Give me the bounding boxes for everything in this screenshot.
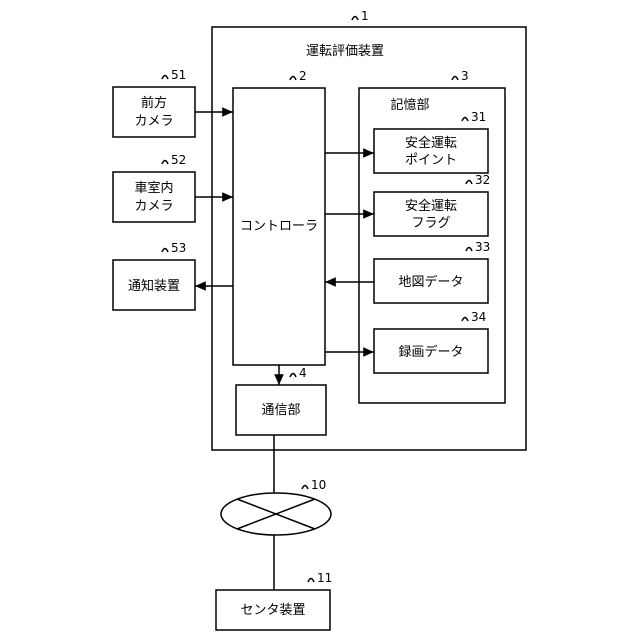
device-ref-leader [352,17,358,21]
comm-label: 通信部 [261,403,300,418]
network-ref-leader [302,486,308,490]
front-camera-line1: 前方 [141,95,167,111]
controller-ref: 2 [299,69,307,83]
front-camera-box [113,87,195,137]
rec-data-ref: 34 [471,310,486,324]
rec-data-label: 録画データ [398,344,463,360]
storage-ref: 3 [461,69,469,83]
safe-flag-line2: フラグ [411,216,450,231]
safe-points-ref: 31 [471,110,486,124]
cabin-camera-ref: 52 [171,153,186,167]
safe-flag-line1: 安全運転 [405,198,457,214]
notify-ref-leader [162,249,168,253]
notify-ref: 53 [171,241,186,255]
front-camera-ref-leader [162,76,168,80]
safe-points-line2: ポイント [405,153,457,168]
cabin-camera-line2: カメラ [134,199,173,214]
safe-points-line1: 安全運転 [405,135,457,151]
cabin-camera-box [113,172,195,222]
front-camera-line2: カメラ [134,114,173,129]
device-label: 運転評価装置 [306,44,384,59]
center-label: センタ装置 [240,603,305,618]
map-data-ref: 33 [475,240,490,254]
network-ref: 10 [311,478,326,492]
controller-label: コントローラ [240,219,318,234]
cabin-camera-line1: 車室内 [134,180,173,196]
storage-label: 記憶部 [390,97,429,113]
safe-flag-ref: 32 [475,173,490,187]
center-ref: 11 [317,571,332,585]
map-data-label: 地図データ [398,274,463,290]
notify-label: 通知装置 [128,278,180,294]
center-ref-leader [308,579,314,583]
device-ref: 1 [361,9,369,23]
front-camera-ref: 51 [171,68,186,82]
cabin-camera-ref-leader [162,161,168,165]
comm-ref: 4 [299,366,307,380]
